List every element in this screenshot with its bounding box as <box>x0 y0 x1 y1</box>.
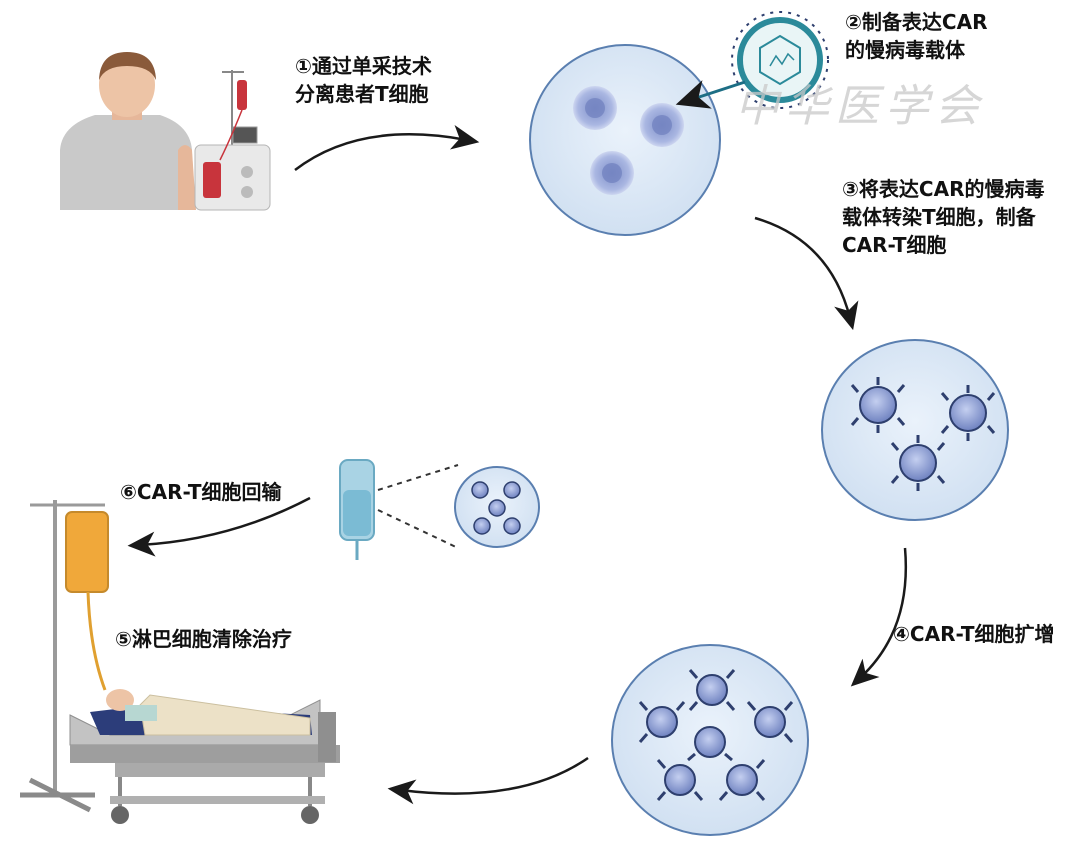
step6-line1: ⑥CAR-T细胞回输 <box>120 480 282 504</box>
arrow-step1 <box>294 124 480 171</box>
arrow-step5 <box>387 756 589 805</box>
arrow-step4 <box>850 547 908 687</box>
step2-line2: 的慢病毒载体 <box>845 38 965 62</box>
step4-line1: ④CAR-T细胞扩增 <box>893 622 1055 646</box>
expanded-car-t-dish <box>611 644 809 836</box>
car-t-cell <box>696 674 728 706</box>
car-t-cell <box>694 726 726 758</box>
car-t-cell <box>754 706 786 738</box>
car-t-cell <box>646 706 678 738</box>
patient-apheresis-illustration <box>60 52 271 211</box>
step3-line3: CAR-T细胞 <box>842 233 947 257</box>
step3-line1: ③将表达CAR的慢病毒 <box>842 177 1045 201</box>
lentivirus-vector-icon <box>675 11 829 109</box>
car-t-cell <box>850 377 906 433</box>
car-t-cell-dish <box>821 339 1009 521</box>
step5-label: ⑤淋巴细胞清除治疗 <box>115 625 292 653</box>
arrow-step6 <box>127 496 311 557</box>
step4-label: ④CAR-T细胞扩增 <box>893 620 1055 648</box>
step2-label: ②制备表达CAR 的慢病毒载体 <box>845 8 988 64</box>
iv-bag-icon <box>65 511 109 593</box>
step3-label: ③将表达CAR的慢病毒 载体转染T细胞，制备 CAR-T细胞 <box>842 175 1045 259</box>
step1-label: ①通过单采技术 分离患者T细胞 <box>295 52 432 108</box>
t-cell-dish <box>529 44 721 236</box>
watermark: 中华医学会 <box>735 81 985 132</box>
step1-line1: ①通过单采技术 <box>295 54 432 78</box>
step6-label: ⑥CAR-T细胞回输 <box>120 478 282 506</box>
car-t-infusion-bag <box>339 459 540 560</box>
car-t-cell <box>890 435 946 491</box>
step5-line1: ⑤淋巴细胞清除治疗 <box>115 627 292 651</box>
car-t-cell <box>664 764 696 796</box>
step1-line2: 分离患者T细胞 <box>295 82 429 106</box>
car-t-cell <box>940 385 996 441</box>
step2-line1: ②制备表达CAR <box>845 10 988 34</box>
car-t-cell <box>726 764 758 796</box>
arrow-step3 <box>754 216 859 331</box>
step3-line2: 载体转染T细胞，制备 <box>842 205 1036 229</box>
blood-bag-icon <box>237 80 247 110</box>
iv-stand-bed-illustration <box>20 500 340 824</box>
